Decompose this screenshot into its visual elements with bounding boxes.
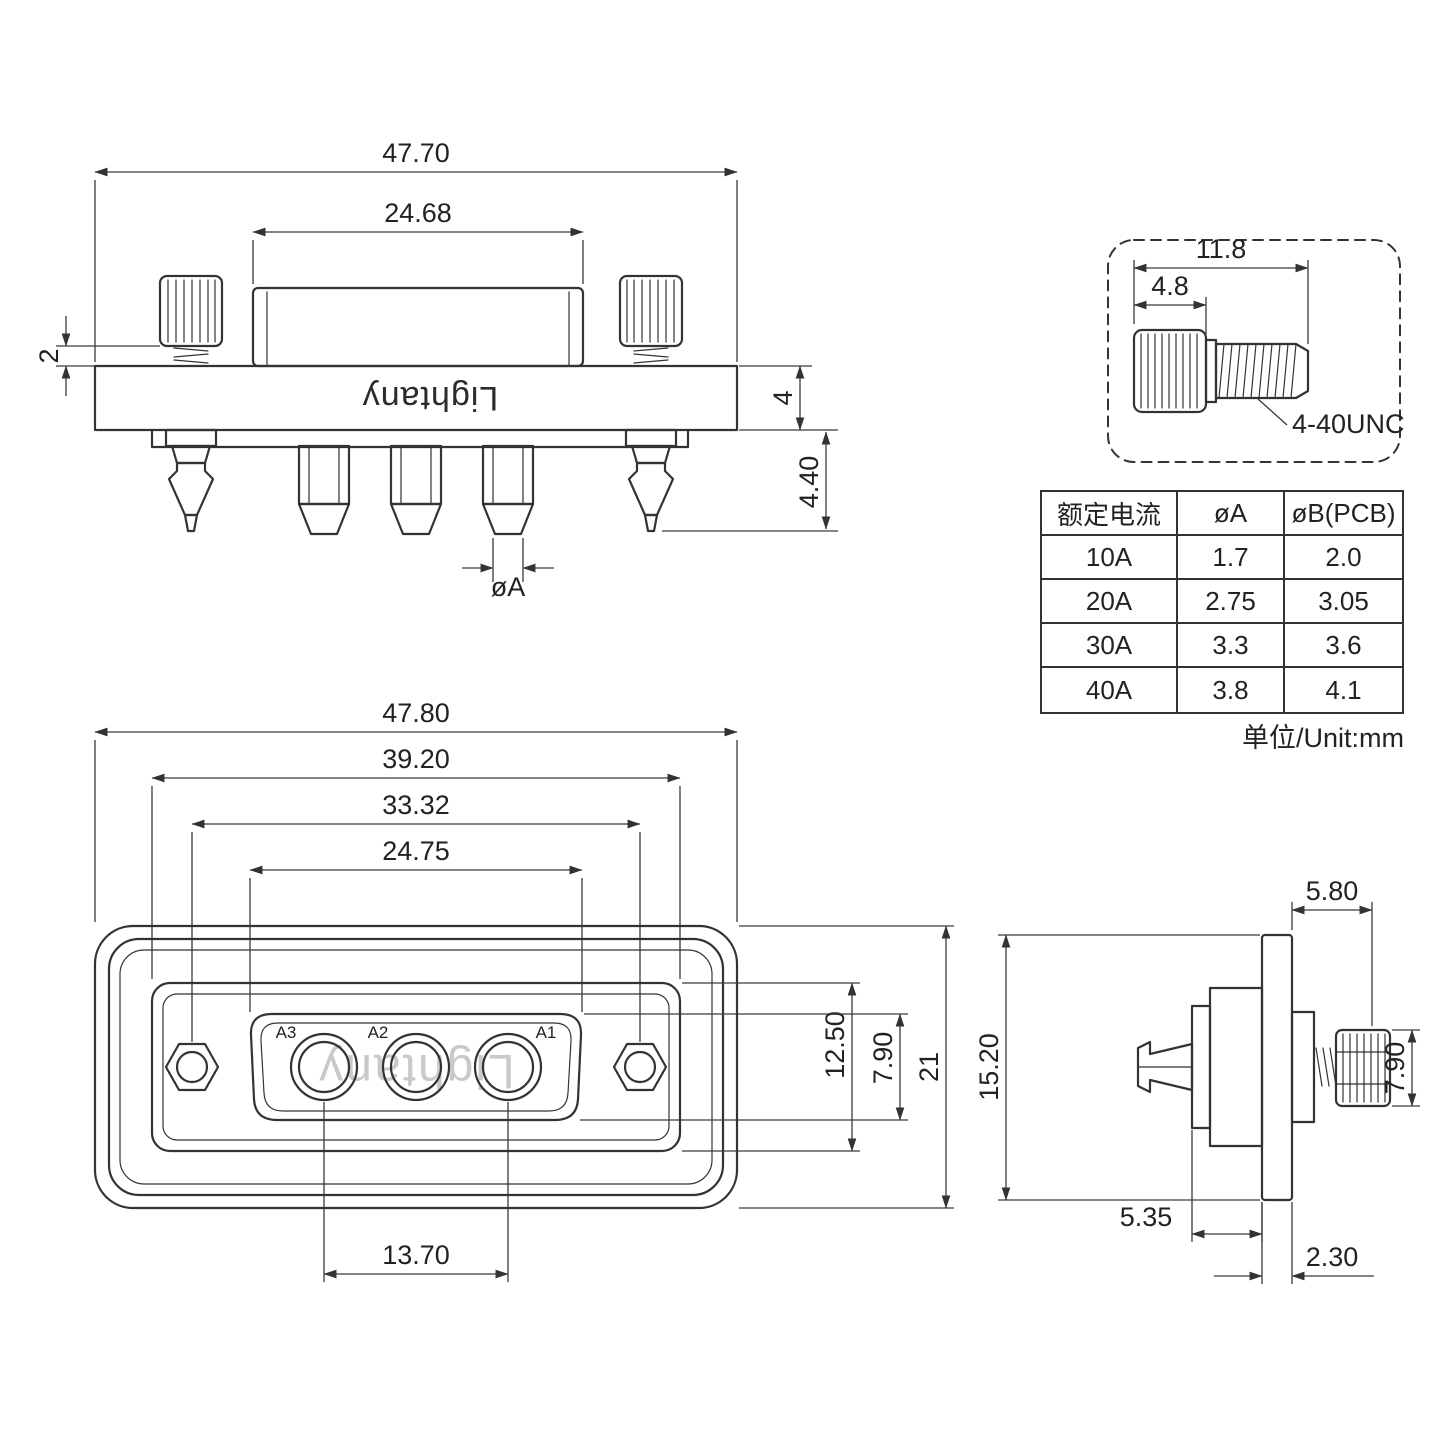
spec-cell: 3.05 — [1285, 580, 1402, 624]
dim-label: øA — [491, 572, 526, 602]
front-dim-insert-width: 24.75 — [249, 836, 583, 1012]
spec-cell: 3.3 — [1178, 624, 1285, 668]
screw-thread-callout: 4-40UNC — [1257, 398, 1405, 439]
dim-label: 47.80 — [382, 698, 450, 728]
rear-view: Lightany 47.70 24.68 2 4 — [34, 138, 838, 602]
dim-label: 7.90 — [1380, 1042, 1410, 1095]
rear-dim-overall-width: 47.70 — [94, 138, 738, 362]
rear-dim-flange-thickness: 4 — [739, 365, 838, 431]
brand-watermark: Lightany — [317, 1044, 514, 1097]
dim-label: 4 — [768, 390, 798, 405]
spec-cell: 30A — [1042, 624, 1178, 668]
dim-label: 47.70 — [382, 138, 450, 168]
spec-cell: 20A — [1042, 580, 1178, 624]
dim-label: 24.68 — [384, 198, 452, 228]
side-view-outline — [1136, 933, 1392, 1202]
dim-label: 7.90 — [868, 1032, 898, 1085]
side-view: 5.80 15.20 7.90 5.35 2.30 — [974, 876, 1420, 1284]
spec-header-dia-a: øA — [1178, 492, 1285, 536]
spec-table: 额定电流 øA øB(PCB) 10A 1.7 2.0 20A 2.75 3.0… — [1040, 490, 1404, 714]
front-dim-contact-pitch: 13.70 — [323, 1102, 509, 1282]
jackscrew-side — [1334, 1028, 1392, 1108]
dim-label: 4.40 — [794, 456, 824, 509]
brand-embossed-text: Lightany — [362, 379, 499, 417]
side-dim-flange-height: 15.20 — [974, 934, 1260, 1201]
spec-cell: 2.0 — [1285, 536, 1402, 580]
boardlock-side — [1136, 1040, 1194, 1094]
pin-label-a2: A2 — [368, 1023, 389, 1042]
dim-label: 15.20 — [974, 1033, 1004, 1101]
power-contacts — [289, 1032, 543, 1102]
side-dim-flange-thickness: 2.30 — [1214, 1202, 1374, 1284]
front-dim-gasket-width: 39.20 — [151, 744, 681, 979]
spec-header-dia-b: øB(PCB) — [1285, 492, 1402, 536]
dim-label: 2 — [34, 348, 64, 363]
dim-label: 24.75 — [382, 836, 450, 866]
front-dim-overall-width: 47.80 — [94, 698, 738, 922]
rear-dim-shell-width: 24.68 — [252, 198, 584, 284]
screw-geometry — [1132, 328, 1310, 414]
side-dim-rear-depth: 5.80 — [1291, 876, 1373, 1026]
dim-label: 13.70 — [382, 1240, 450, 1270]
spec-cell: 4.1 — [1325, 674, 1362, 705]
dim-label: 5.80 — [1306, 876, 1359, 906]
dim-label: 11.8 — [1196, 234, 1247, 264]
rear-dim-pin-diameter: øA — [462, 538, 554, 602]
front-view: 47.80 39.20 33.32 24.75 — [93, 698, 954, 1282]
side-dim-screw-height: 7.90 — [1380, 1029, 1420, 1107]
detail-callout-border — [1107, 239, 1401, 463]
dim-label: 5.35 — [1120, 1202, 1173, 1232]
spec-header-current: 额定电流 — [1042, 492, 1178, 536]
front-dim-insert-height: 7.90 — [580, 1013, 908, 1121]
screw-detail-view: 11.8 4.8 4-40UNC — [1107, 234, 1405, 463]
dim-label: 33.32 — [382, 790, 450, 820]
rear-dim-pin-length: 4.40 — [662, 431, 838, 532]
front-dim-gasket-height: 12.50 — [682, 982, 860, 1152]
front-view-outline — [93, 924, 739, 1210]
screw-dim-head: 4.8 — [1133, 271, 1207, 334]
dim-label: 12.50 — [820, 1011, 850, 1079]
mount-nut-left — [164, 1042, 220, 1092]
spec-cell: 3.8 — [1178, 668, 1285, 712]
front-dim-overall-height: 21 — [739, 925, 954, 1209]
spec-cell: 40A — [1042, 668, 1178, 712]
dim-label: 4.8 — [1151, 271, 1189, 301]
dim-label: 21 — [914, 1052, 944, 1082]
rear-dim-washer: 2 — [34, 316, 160, 396]
spec-cell: 1.7 — [1178, 536, 1285, 580]
dim-label: 39.20 — [382, 744, 450, 774]
dim-label: 2.30 — [1306, 1242, 1359, 1272]
unit-note: 单位/Unit:mm — [1242, 723, 1404, 753]
front-dim-hole-spacing: 33.32 — [191, 790, 641, 1042]
screw-dim-length: 11.8 — [1133, 234, 1309, 344]
spec-cell: 2.75 — [1178, 580, 1285, 624]
spec-cell: 10A — [1042, 536, 1178, 580]
pin-label-a1: A1 — [536, 1023, 557, 1042]
thread-label: 4-40UNC — [1292, 409, 1405, 439]
mount-nut-right — [612, 1042, 668, 1092]
spec-cell: 3.6 — [1285, 624, 1402, 668]
pin-label-a3: A3 — [276, 1023, 297, 1042]
rear-view-outline — [93, 274, 739, 536]
